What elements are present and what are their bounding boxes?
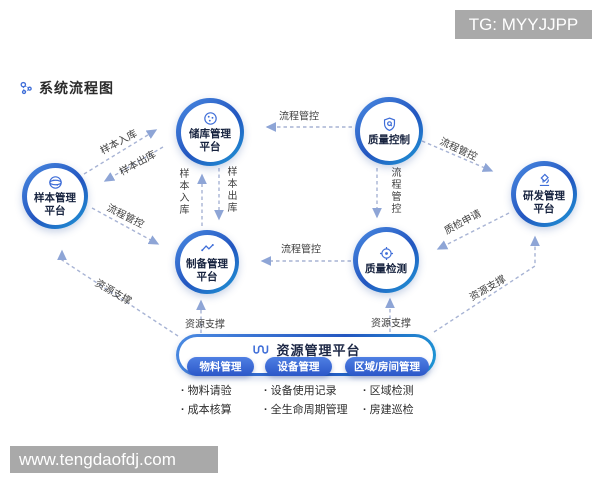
globe-sample-icon	[48, 176, 62, 189]
node-label: 质量控制	[368, 133, 410, 146]
node-storage-management: 储库管理平台	[176, 98, 244, 166]
petri-dish-icon	[203, 112, 217, 125]
node-label: 质量检测	[365, 262, 407, 275]
node-label: 制备管理平台	[186, 258, 228, 283]
edge-label-sample-in-vertical: 样本入库	[177, 168, 188, 216]
node-quality-inspection: 质量检测	[353, 227, 419, 293]
group-pill-area-room: 区域/房间管理	[345, 357, 429, 376]
bullet-item: 成本核算	[181, 401, 232, 417]
edge-label-resource-support-prep: 资源支撑	[185, 319, 225, 331]
resource-platform-title: 资源管理平台	[176, 340, 436, 359]
microscope-icon	[539, 173, 549, 187]
node-label: 研发管理平台	[523, 190, 565, 215]
group-pill-material: 物料管理	[187, 357, 254, 376]
page-title: 系统流程图	[18, 78, 114, 98]
site-watermark: www.tengdaofdj.com	[10, 446, 218, 473]
tg-watermark-badge: TG: MYYJJPP	[455, 10, 592, 39]
page-title-text: 系统流程图	[39, 80, 114, 96]
bullet-item: 全生命周期管理	[264, 401, 348, 417]
bullet-item: 物料请验	[181, 382, 232, 398]
pulse-line-icon	[200, 243, 214, 252]
bullet-item: 设备使用记录	[264, 382, 337, 398]
bullet-item: 区域检测	[363, 382, 414, 398]
edge-label-resource-support-qi: 资源支撑	[371, 318, 411, 330]
edge-label-sample-out-vertical: 样本出库	[225, 166, 236, 214]
edge-label-process-control-top: 流程管控	[279, 111, 319, 123]
bullet-item: 房建巡检	[363, 401, 414, 417]
node-sample-management: 样本管理平台	[22, 163, 88, 229]
resource-platform-title-text: 资源管理平台	[276, 343, 361, 358]
node-rnd-management: 研发管理平台	[511, 161, 577, 227]
node-preparation-management: 制备管理平台	[175, 230, 239, 294]
molecule-icon	[20, 81, 32, 95]
node-quality-control: 质量控制	[355, 97, 423, 165]
target-icon	[379, 246, 393, 260]
edge-label-process-control-mid: 流程管控	[389, 167, 400, 215]
wave-w-icon	[253, 345, 269, 354]
node-label: 样本管理平台	[34, 192, 76, 217]
edge-label-process-control-center: 流程管控	[281, 244, 321, 256]
group-pill-equipment: 设备管理	[265, 357, 332, 376]
node-label: 储库管理平台	[189, 128, 231, 153]
shield-check-icon	[383, 116, 395, 131]
